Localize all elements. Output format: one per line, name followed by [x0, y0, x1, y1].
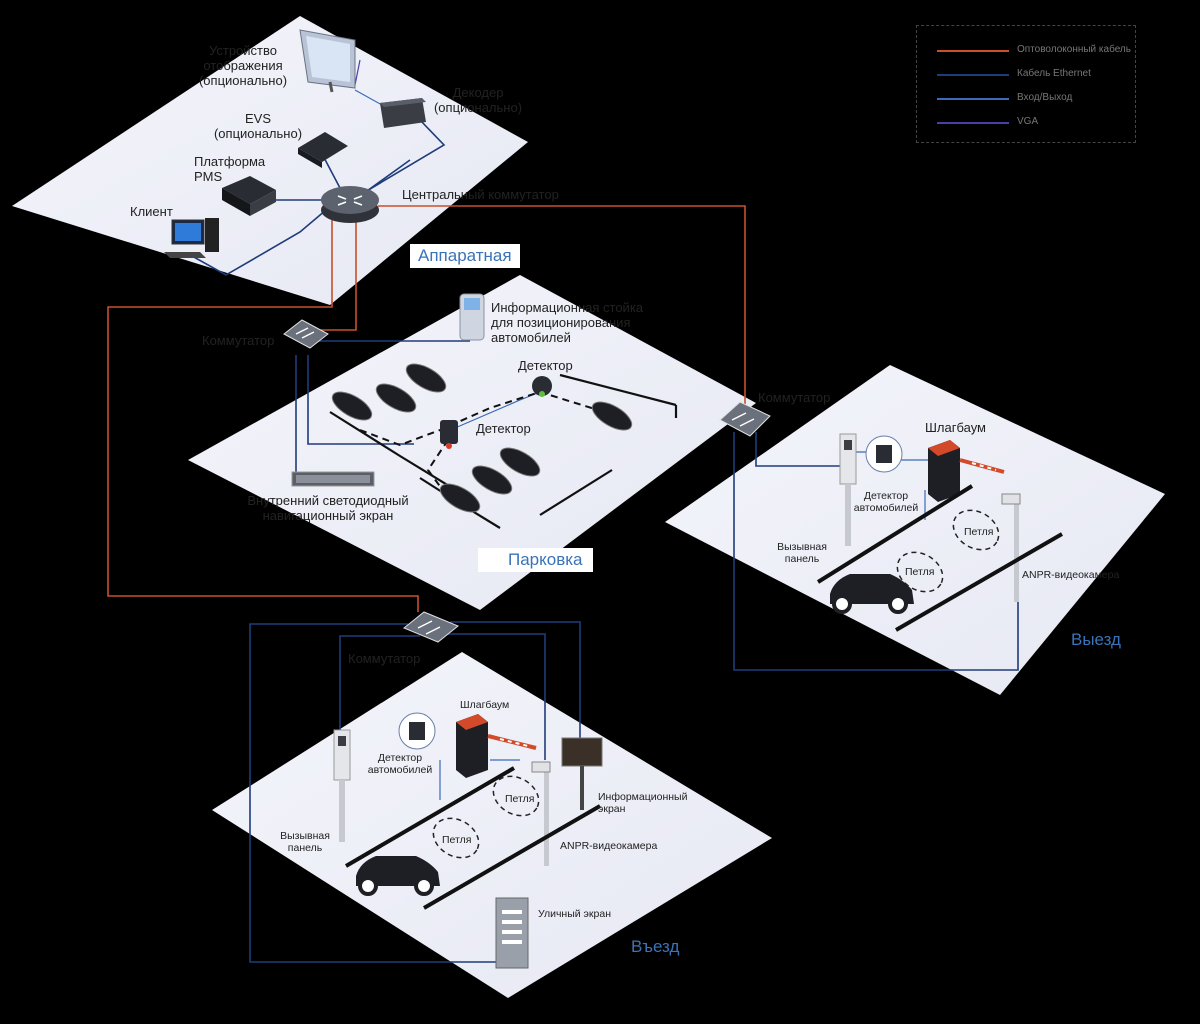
barrier-exit-icon — [928, 440, 1005, 502]
legend: Оптоволоконный кабель Кабель Ethernet Вх… — [916, 25, 1136, 143]
detector-icon-1 — [532, 376, 552, 397]
label-vehicle-detector-exit: Детектор автомобилей — [853, 490, 919, 514]
legend-item-vga: VGA — [937, 116, 1132, 130]
entrance-lane-lines — [344, 766, 602, 910]
label-street-screen: Уличный экран — [538, 908, 611, 920]
label-client: Клиент — [130, 204, 173, 219]
exit-platform — [665, 365, 1165, 695]
label-barrier-exit: Шлагбаум — [925, 420, 986, 435]
label-evs: EVS (опционально) — [213, 111, 303, 141]
parked-cars — [331, 363, 633, 513]
legend-item-ethernet: Кабель Ethernet — [937, 68, 1132, 82]
evs-icon — [298, 132, 348, 168]
label-vehicle-detector-entrance: Детектор автомобилей — [367, 752, 433, 776]
legend-swatch-io — [937, 98, 1009, 100]
legend-swatch-ethernet — [937, 74, 1009, 76]
label-pms: Платформа PMS — [194, 154, 266, 184]
label-info-stand: Информационная стойка для позиционирован… — [491, 300, 644, 345]
label-loop-entrance-2: Петля — [442, 834, 472, 846]
label-anpr-exit: ANPR-видеокамера — [1022, 569, 1120, 581]
info-display-icon — [561, 737, 603, 810]
legend-label-fiber: Оптоволоконный кабель — [1017, 44, 1131, 55]
label-switch-exit: Коммутатор — [758, 390, 831, 405]
core-switch-icon — [321, 186, 379, 223]
label-intercom-exit: Вызывная панель — [777, 541, 827, 565]
intercom-entrance-icon — [333, 729, 351, 842]
label-decoder: Декодер (опционально) — [433, 85, 523, 115]
led-screen-icon — [291, 471, 375, 487]
client-pc-icon — [164, 218, 219, 258]
label-detector-2: Детектор — [476, 421, 531, 436]
anpr-entrance-icon — [531, 761, 551, 866]
vehicle-detector-entrance-icon — [398, 712, 436, 750]
switch-entrance-icon — [403, 611, 459, 643]
info-stand-icon — [459, 293, 485, 341]
fiber-cables — [107, 205, 746, 612]
label-intercom-entrance: Вызывная панель — [280, 830, 330, 854]
entrance-car-icon — [356, 856, 440, 896]
loop-exit-shapes — [896, 509, 1000, 593]
legend-item-io: Вход/Выход — [937, 92, 1132, 106]
zone-title-exit: Выезд — [1071, 630, 1121, 649]
legend-label-io: Вход/Выход — [1017, 92, 1073, 103]
exit-car-icon — [830, 574, 914, 614]
parking-platform — [188, 275, 756, 610]
legend-swatch-fiber — [937, 50, 1009, 52]
intercom-exit-icon — [839, 433, 857, 546]
legend-label-ethernet: Кабель Ethernet — [1017, 68, 1091, 79]
zone-title-entrance: Въезд — [631, 937, 680, 956]
switch-exit-icon — [719, 401, 771, 437]
ethernet-cables — [191, 119, 1019, 963]
detector-icon-2 — [440, 420, 458, 449]
vga-cable — [354, 59, 361, 86]
street-screen-icon — [495, 897, 529, 969]
label-core-switch: Центральный коммутатор — [402, 187, 559, 202]
label-switch-parking: Коммутатор — [202, 333, 275, 348]
label-switch-entrance: Коммутатор — [348, 651, 421, 666]
label-loop-entrance-1: Петля — [505, 793, 535, 805]
label-loop-exit-1: Петля — [964, 526, 994, 538]
decoder-icon — [380, 98, 426, 128]
label-led-screen: Внутренний светодиодный навигационный эк… — [247, 493, 409, 523]
exit-lane-lines — [816, 484, 1064, 632]
label-display-device: Устройство отображения (опционально) — [198, 43, 288, 88]
zone-title-parking: Парковка — [478, 548, 593, 572]
anpr-exit-icon — [1001, 493, 1021, 602]
equipment-room-platform — [12, 16, 528, 305]
label-barrier-entrance: Шлагбаум — [460, 699, 510, 711]
label-loop-exit-2: Петля — [905, 566, 935, 578]
label-anpr-entrance: ANPR-видеокамера — [560, 840, 658, 852]
legend-swatch-vga — [937, 122, 1009, 124]
entrance-platform — [212, 652, 772, 998]
legend-label-vga: VGA — [1017, 116, 1039, 127]
legend-item-fiber: Оптоволоконный кабель — [937, 44, 1132, 58]
label-detector-1: Детектор — [518, 358, 573, 373]
vehicle-detector-exit-icon — [865, 435, 903, 473]
display-device-icon — [299, 29, 356, 93]
switch-parking-icon — [283, 319, 329, 349]
loop-entrance-shapes — [432, 775, 540, 859]
barrier-entrance-icon — [456, 714, 537, 778]
zone-title-equipment-room: Аппаратная — [410, 244, 520, 268]
pms-server-icon — [222, 176, 276, 216]
label-info-display: Информационный экран — [598, 791, 688, 815]
